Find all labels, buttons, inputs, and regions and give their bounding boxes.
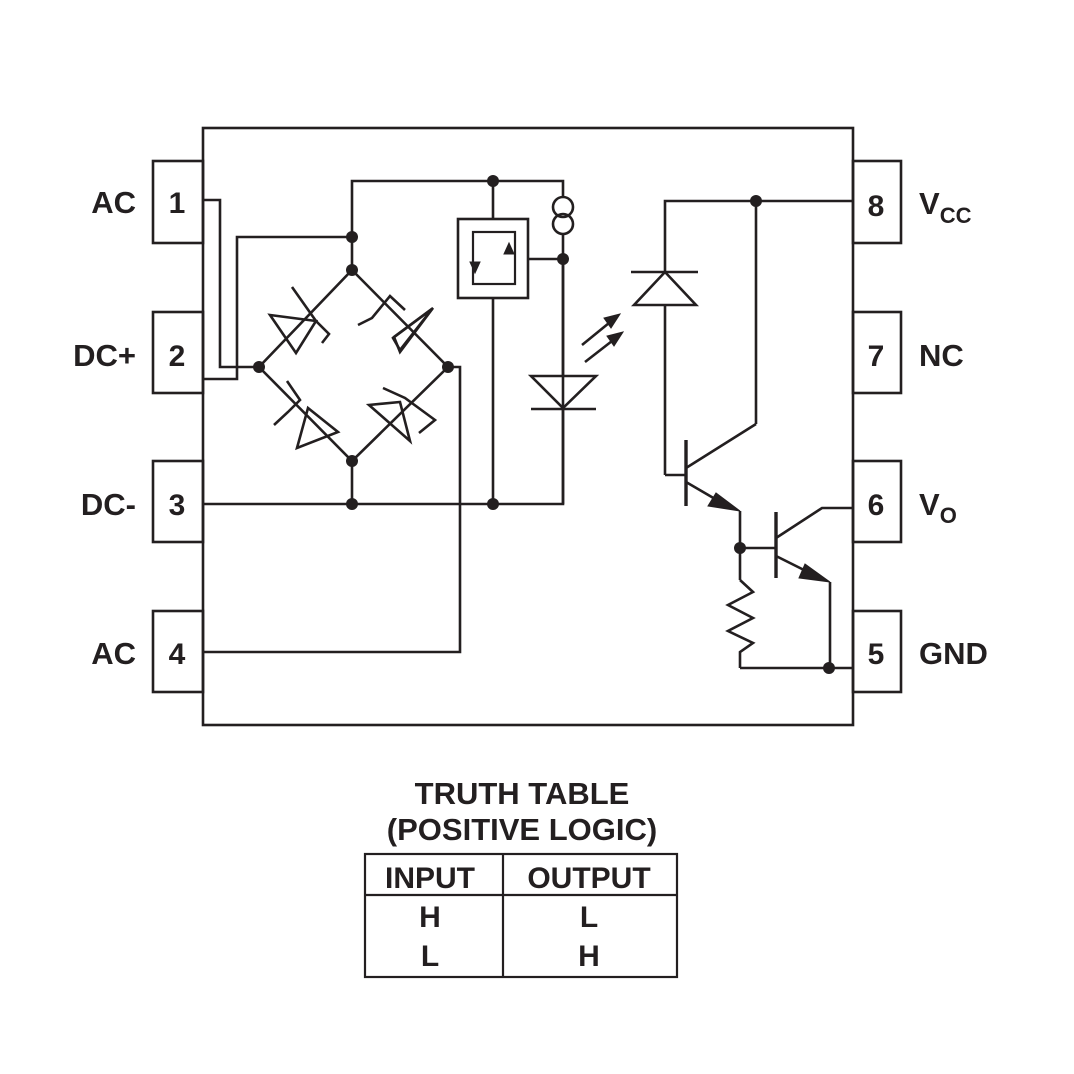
pin-label-6: VO	[919, 487, 957, 528]
ic-package-body	[201, 126, 855, 727]
junction-dots	[253, 175, 835, 674]
truth-table-subtitle: (POSITIVE LOGIC)	[387, 812, 657, 847]
pin-label-4: AC	[91, 636, 136, 671]
pin-number-8: 8	[868, 190, 885, 223]
current-source	[551, 195, 575, 259]
output-stage	[684, 199, 853, 670]
pin-box-6	[851, 459, 903, 544]
truth-table-border	[363, 852, 679, 979]
pin-number-2: 2	[169, 340, 186, 373]
pin-number-1: 1	[169, 187, 186, 220]
pin-number-5: 5	[868, 638, 885, 671]
pin-box-1	[151, 159, 205, 245]
pin-number-4: 4	[169, 638, 186, 671]
pin-box-2	[151, 310, 205, 395]
hysteresis-block	[456, 217, 530, 300]
pin-box-7	[851, 310, 903, 395]
led	[527, 259, 600, 504]
diode-bridge	[257, 268, 450, 463]
pin-box-5	[851, 609, 903, 694]
pin-number-3: 3	[169, 489, 186, 522]
pin-label-5: GND	[919, 636, 988, 671]
pin-number-6: 6	[868, 489, 885, 522]
truth-table-title: TRUTH TABLE	[415, 776, 630, 811]
pin-label-2: DC+	[73, 338, 136, 373]
light-arrows	[581, 313, 625, 364]
pin-label-7: NC	[919, 338, 964, 373]
pin-box-3	[151, 459, 205, 544]
truth-table-cell: H	[578, 940, 600, 973]
truth-table-header-input: INPUT	[385, 862, 475, 895]
pin-label-8: VCC	[919, 186, 972, 228]
pin-number-7: 7	[868, 340, 885, 373]
pin-label-3: DC-	[81, 487, 136, 522]
truth-table-cell: H	[419, 901, 441, 934]
truth-table-cell: L	[421, 940, 439, 973]
truth-table-header-output: OUTPUT	[527, 862, 650, 895]
truth-table-cell: L	[580, 901, 598, 934]
photodiode	[630, 199, 753, 477]
pin-label-1: AC	[91, 185, 136, 220]
